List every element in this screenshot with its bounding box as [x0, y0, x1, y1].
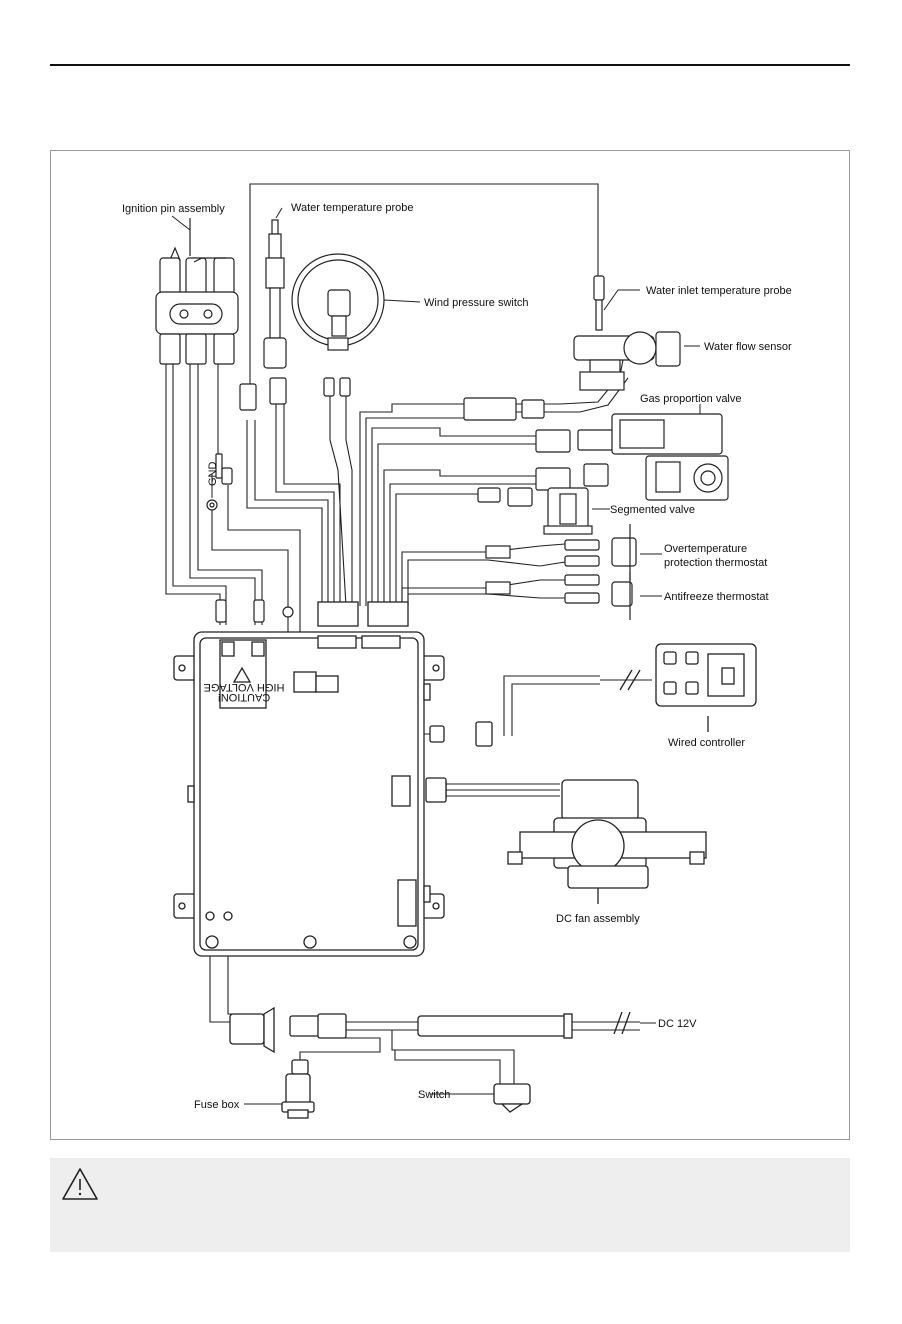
label-water-temperature-probe: Water temperature probe: [291, 202, 413, 214]
dc-fan-assembly: [426, 778, 706, 904]
water-temperature-probe: [240, 220, 286, 410]
label-water-inlet-temperature-probe: Water inlet temperature probe: [646, 285, 792, 297]
label-antifreeze-thermostat: Antifreeze thermostat: [664, 591, 769, 603]
label-dc-fan-assembly: DC fan assembly: [556, 913, 640, 925]
warning-box: [50, 1158, 850, 1252]
label-fuse-box: Fuse box: [194, 1099, 240, 1111]
ignition-pin-assembly: [156, 218, 238, 478]
label-segmented-valve: Segmented valve: [610, 504, 695, 516]
label-ignition-pin-assembly: Ignition pin assembly: [122, 203, 225, 215]
wind-pressure-switch: [292, 254, 384, 396]
label-gas-proportion-valve: Gas proportion valve: [640, 393, 742, 405]
label-dc-12v: DC 12V: [658, 1018, 697, 1030]
segmented-valve: [478, 488, 592, 534]
label-wired-controller: Wired controller: [668, 737, 745, 749]
label-wind-pressure-switch: Wind pressure switch: [424, 297, 529, 309]
board-high-voltage-text: HIGH VOLTAGE: [204, 681, 285, 693]
control-board: [174, 602, 446, 956]
label-water-flow-sensor: Water flow sensor: [704, 341, 792, 353]
wiring-diagram: CAUTION! HIGH VOLTAGE: [0, 0, 902, 1150]
gas-proportion-valve: [464, 398, 728, 500]
label-overtemperature-line2: protection thermostat: [664, 557, 767, 569]
label-switch: Switch: [418, 1089, 450, 1101]
power-section: [230, 1008, 630, 1118]
label-gnd: GND: [207, 462, 219, 487]
warning-triangle-icon: [60, 1166, 100, 1202]
wired-controller: [476, 644, 756, 746]
label-overtemperature-line1: Overtemperature: [664, 543, 747, 555]
